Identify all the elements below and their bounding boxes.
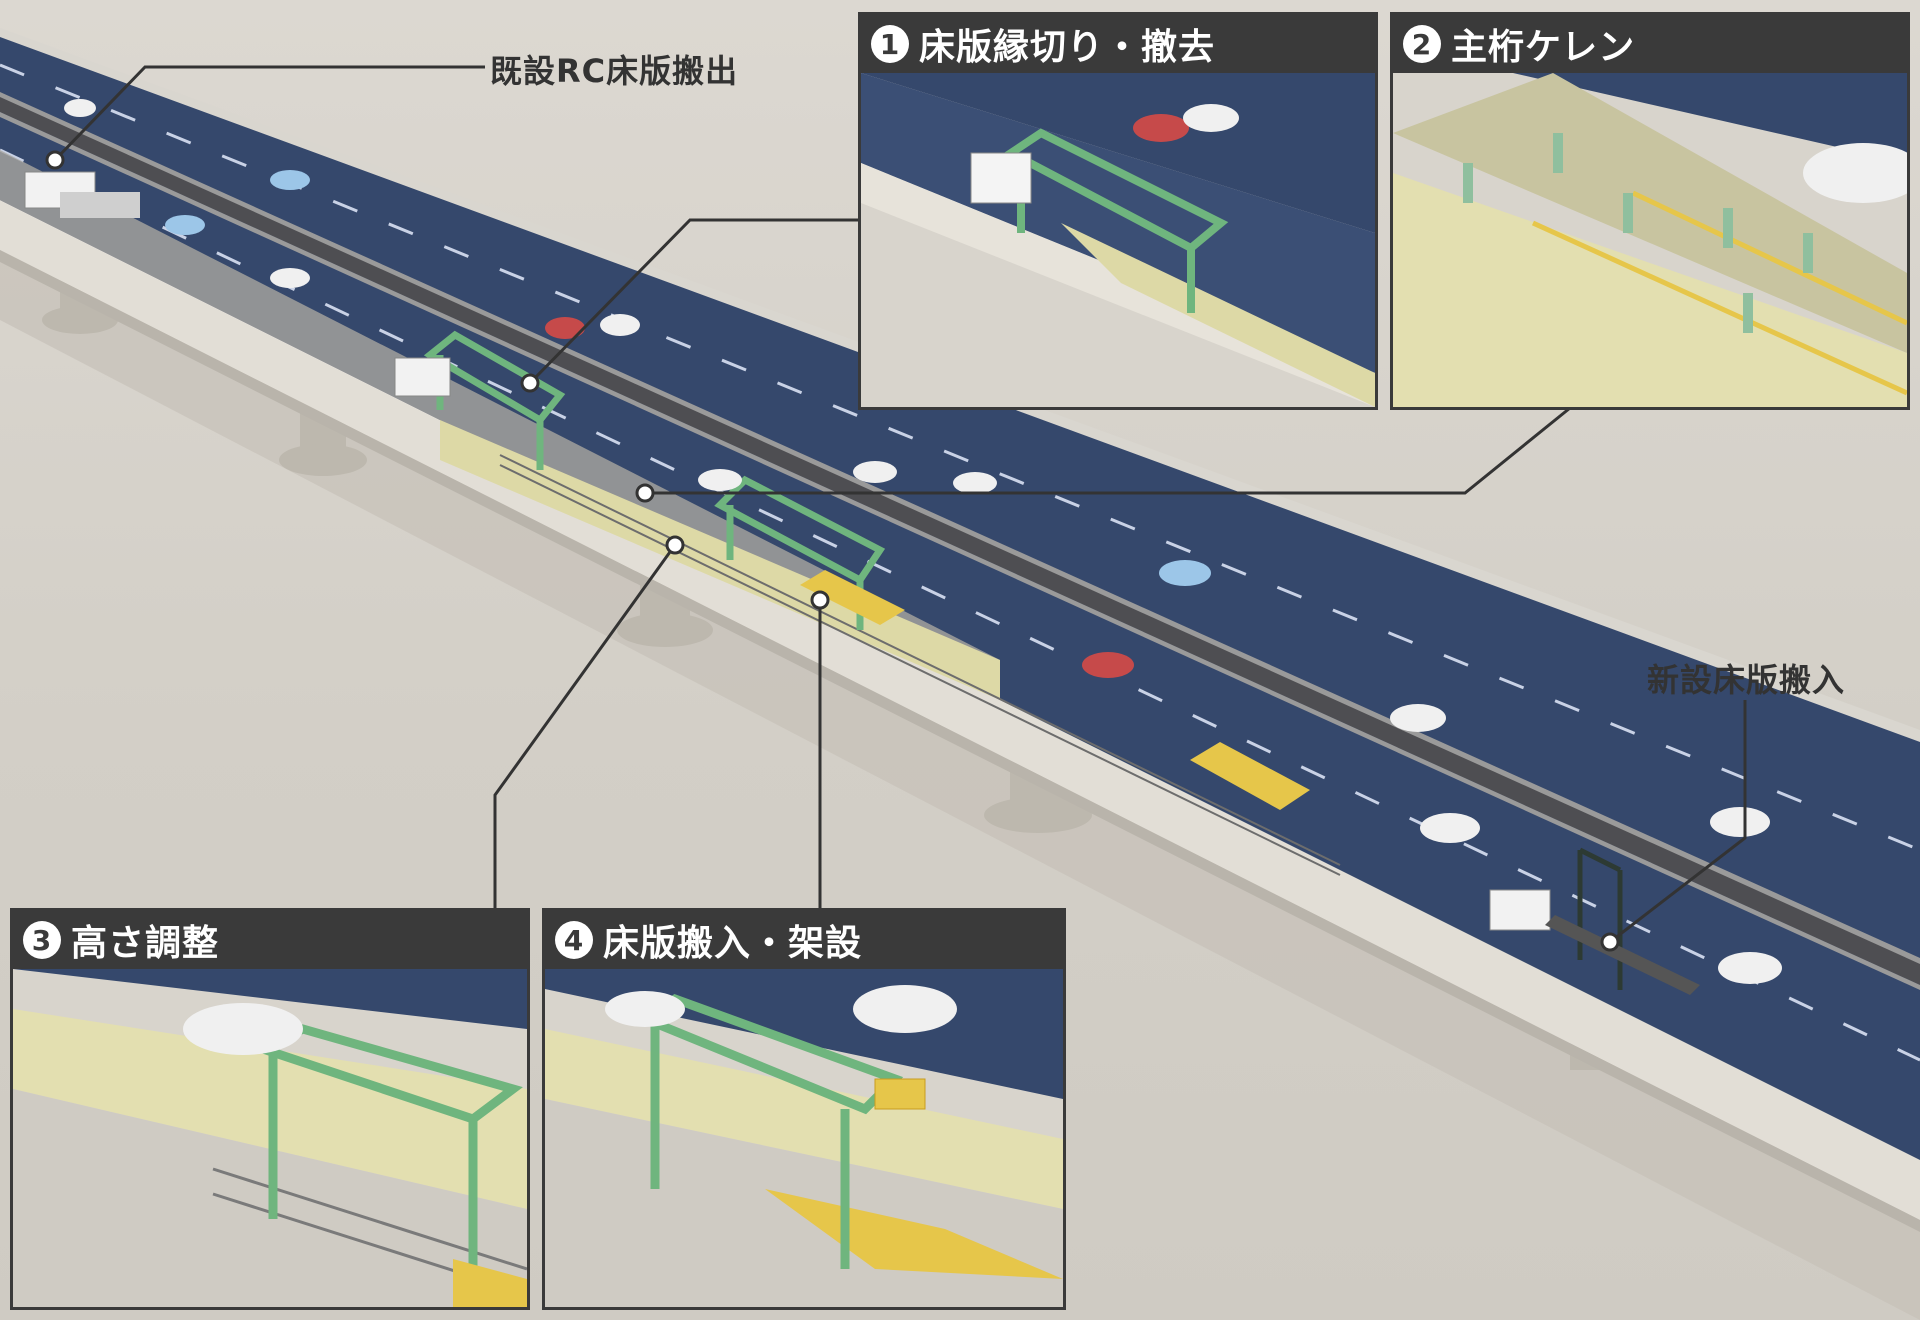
step-number-2: 2 [1403,25,1441,63]
callout-rc-removal: 既設RC床版搬出 [490,52,739,90]
step-header-1: 1 床版縁切り・撤去 [861,15,1375,73]
step-number-1: 1 [871,25,909,63]
median [0,96,1920,985]
truck-removal [24,171,140,218]
step-number-4: 4 [555,921,593,959]
step-image-4 [545,969,1063,1307]
step-image-2 [1393,73,1907,407]
rails [499,454,1341,876]
step-panel-4: 4 床版搬入・架設 [542,908,1066,1310]
truck-new-deck [1489,889,1700,995]
step-panel-1: 1 床版縁切り・撤去 [858,12,1378,410]
step-title-3: 高さ調整 [71,923,220,964]
step-title-4: 床版搬入・架設 [603,923,863,964]
step-header-3: 3 高さ調整 [13,911,527,969]
step-image-1 [861,73,1375,407]
step-panel-3: 3 高さ調整 [10,908,530,1310]
step-header-2: 2 主桁ケレン [1393,15,1907,73]
step-panel-2: 2 主桁ケレン [1390,12,1910,410]
step-title-1: 床版縁切り・撤去 [919,27,1216,68]
step-number-3: 3 [23,921,61,959]
step-image-3 [13,969,527,1307]
new-slab-2 [1190,742,1310,810]
step-title-2: 主桁ケレン [1451,27,1636,68]
callout-new-deck-in: 新設床版搬入 [1647,661,1846,699]
truck-work [394,357,451,397]
new-slab-1 [800,570,905,625]
step-header-4: 4 床版搬入・架設 [545,911,1063,969]
